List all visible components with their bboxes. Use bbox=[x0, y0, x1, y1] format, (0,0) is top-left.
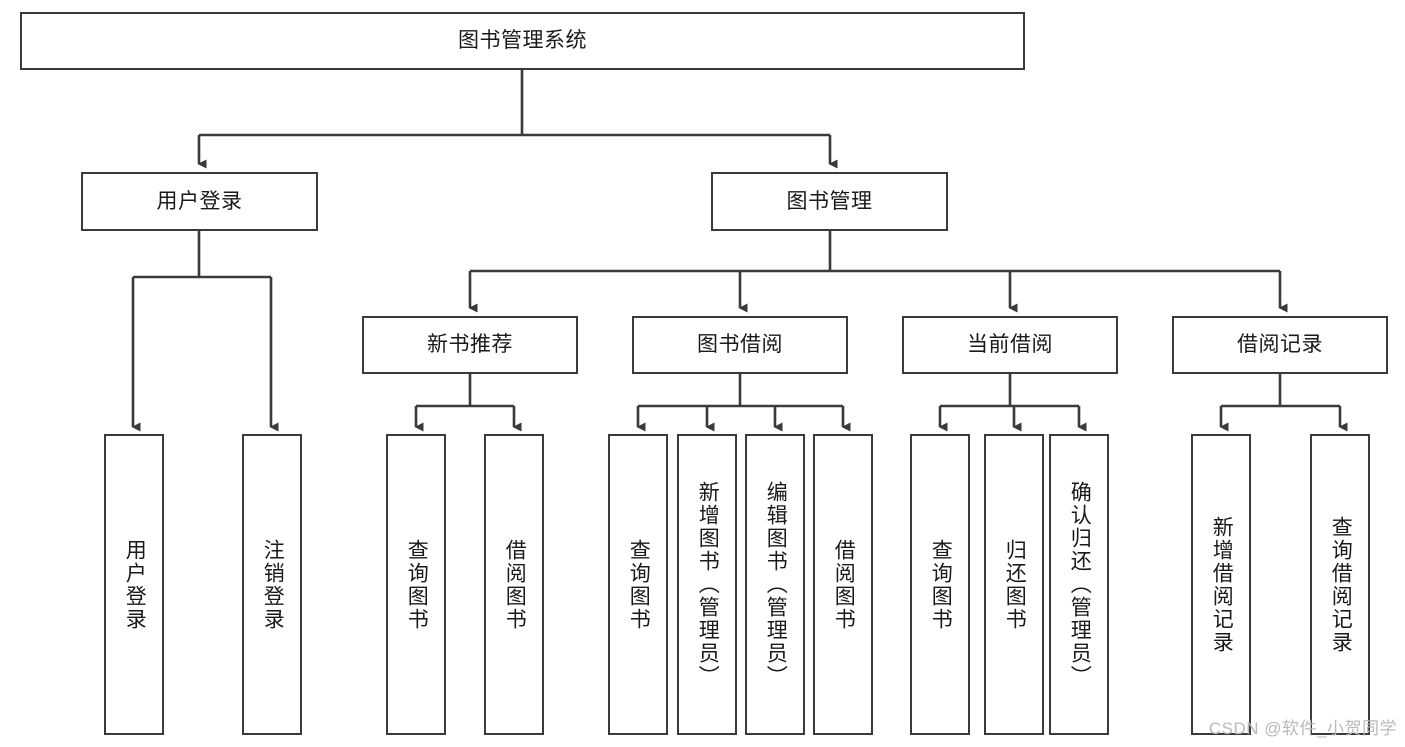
node-leaf-query-book-3-label: 查询图书 bbox=[929, 538, 953, 631]
node-leaf-query-book-3[interactable]: 查询图书 bbox=[910, 434, 970, 735]
node-book-manage-label: 图书管理 bbox=[786, 189, 873, 213]
node-leaf-user-logout-label: 注销登录 bbox=[261, 538, 285, 631]
node-borrow-record[interactable]: 借阅记录 bbox=[1172, 316, 1388, 374]
watermark: CSDN @软件_小贺同学 bbox=[1208, 719, 1397, 738]
node-leaf-confirm-return-label: 确认归还（管理员） bbox=[1068, 481, 1092, 688]
node-leaf-add-book-label: 新增图书（管理员） bbox=[696, 481, 720, 688]
node-new-book-recommend-label: 新书推荐 bbox=[427, 333, 513, 357]
node-leaf-query-book-1-label: 查询图书 bbox=[405, 538, 429, 631]
node-borrow-record-label: 借阅记录 bbox=[1237, 333, 1323, 357]
node-leaf-user-login[interactable]: 用户登录 bbox=[104, 434, 164, 735]
node-leaf-query-record-label: 查询借阅记录 bbox=[1329, 515, 1353, 654]
node-leaf-borrow-book-1[interactable]: 借阅图书 bbox=[484, 434, 544, 735]
node-leaf-query-book-2-label: 查询图书 bbox=[627, 538, 651, 631]
node-leaf-add-record[interactable]: 新增借阅记录 bbox=[1191, 434, 1251, 735]
node-leaf-add-book[interactable]: 新增图书（管理员） bbox=[677, 434, 737, 735]
node-leaf-edit-book-label: 编辑图书（管理员） bbox=[764, 481, 788, 688]
node-leaf-query-record[interactable]: 查询借阅记录 bbox=[1310, 434, 1370, 735]
node-leaf-query-book-2[interactable]: 查询图书 bbox=[608, 434, 668, 735]
node-leaf-add-record-label: 新增借阅记录 bbox=[1210, 515, 1234, 654]
node-root[interactable]: 图书管理系统 bbox=[20, 12, 1025, 70]
node-leaf-borrow-book-2-label: 借阅图书 bbox=[832, 538, 856, 631]
node-leaf-return-book[interactable]: 归还图书 bbox=[984, 434, 1044, 735]
node-current-borrow-label: 当前借阅 bbox=[967, 333, 1053, 357]
node-new-book-recommend[interactable]: 新书推荐 bbox=[362, 316, 578, 374]
node-leaf-user-logout[interactable]: 注销登录 bbox=[242, 434, 302, 735]
node-book-manage[interactable]: 图书管理 bbox=[711, 172, 948, 231]
node-user-login[interactable]: 用户登录 bbox=[81, 172, 318, 231]
node-book-borrow[interactable]: 图书借阅 bbox=[632, 316, 848, 374]
node-leaf-confirm-return[interactable]: 确认归还（管理员） bbox=[1049, 434, 1109, 735]
node-root-label: 图书管理系统 bbox=[458, 29, 587, 53]
node-leaf-return-book-label: 归还图书 bbox=[1003, 538, 1027, 631]
node-leaf-query-book-1[interactable]: 查询图书 bbox=[386, 434, 446, 735]
node-leaf-borrow-book-1-label: 借阅图书 bbox=[503, 538, 527, 631]
node-leaf-edit-book[interactable]: 编辑图书（管理员） bbox=[745, 434, 805, 735]
node-leaf-borrow-book-2[interactable]: 借阅图书 bbox=[813, 434, 873, 735]
node-current-borrow[interactable]: 当前借阅 bbox=[902, 316, 1118, 374]
node-leaf-user-login-label: 用户登录 bbox=[123, 538, 147, 631]
node-book-borrow-label: 图书借阅 bbox=[697, 333, 783, 357]
node-user-login-label: 用户登录 bbox=[156, 189, 243, 213]
